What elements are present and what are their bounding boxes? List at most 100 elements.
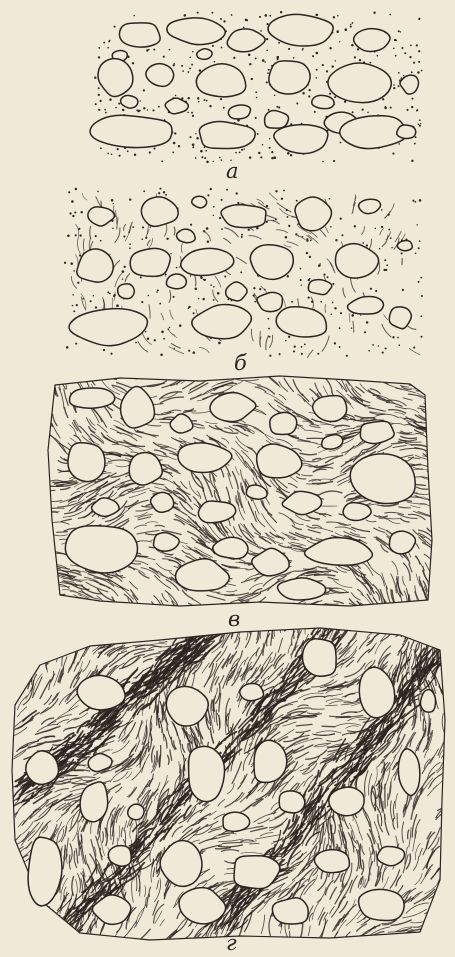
matrix-dot [70, 262, 73, 265]
matrix-dot [119, 155, 121, 157]
matrix-dot [259, 288, 261, 290]
matrix-dot [334, 342, 336, 344]
matrix-dot [122, 279, 123, 280]
matrix-dot [269, 147, 271, 149]
matrix-dot [393, 84, 394, 85]
matrix-dot [188, 350, 190, 352]
matrix-dot [158, 106, 160, 108]
matrix-dot [98, 109, 100, 111]
matrix-dot [276, 106, 278, 108]
matrix-dot [100, 147, 102, 149]
matrix-dot [399, 344, 401, 346]
matrix-dot [187, 97, 189, 99]
matrix-dot [154, 339, 156, 341]
matrix-dot [352, 111, 354, 113]
matrix-dot [350, 24, 352, 26]
grain [270, 412, 297, 434]
matrix-dot [393, 47, 395, 49]
matrix-dot [157, 289, 159, 291]
matrix-dot [170, 253, 172, 255]
matrix-dot [256, 97, 258, 99]
matrix-dot [302, 92, 304, 94]
matrix-dot [366, 244, 368, 246]
matrix-dot [173, 63, 175, 65]
matrix-dot [140, 276, 142, 278]
matrix-dot [341, 234, 343, 236]
matrix-dot [339, 327, 341, 329]
matrix-dot [253, 287, 255, 289]
matrix-dot [392, 153, 394, 155]
matrix-dot [192, 51, 194, 53]
matrix-dot [153, 49, 155, 51]
matrix-dot [271, 151, 273, 153]
matrix-dot [153, 147, 155, 149]
matrix-dot [254, 301, 256, 303]
matrix-dot [169, 327, 170, 328]
matrix-dot [147, 109, 148, 110]
matrix-dot [206, 227, 209, 230]
matrix-dot [129, 243, 131, 245]
matrix-dot [315, 77, 317, 79]
matrix-dot [296, 200, 298, 202]
matrix-dot [93, 295, 94, 296]
matrix-dot [176, 267, 178, 269]
matrix-dot [173, 142, 176, 145]
matrix-dot [398, 143, 400, 145]
matrix-dot [100, 240, 102, 242]
matrix-dot [95, 103, 97, 105]
matrix-dot [188, 306, 190, 308]
matrix-dot [302, 48, 304, 50]
matrix-dot [174, 348, 175, 349]
matrix-dot [322, 64, 324, 66]
matrix-dot [418, 50, 420, 52]
matrix-dot [390, 237, 392, 239]
matrix-dot [266, 221, 268, 223]
matrix-dot [75, 188, 77, 190]
grain [70, 388, 115, 408]
matrix-dot [148, 295, 149, 296]
matrix-dot [243, 27, 245, 29]
matrix-dot [297, 223, 299, 225]
matrix-dot [98, 87, 100, 89]
matrix-dot [280, 11, 282, 13]
matrix-dot [110, 353, 112, 355]
matrix-dot [327, 276, 329, 278]
matrix-dot [113, 203, 115, 205]
matrix-dot [152, 109, 154, 111]
matrix-dot [233, 57, 235, 59]
matrix-dot [200, 150, 203, 153]
grain [68, 443, 105, 482]
matrix-dot [111, 199, 114, 202]
matrix-dot [319, 263, 320, 264]
matrix-dot [193, 351, 196, 354]
matrix-dot [404, 52, 406, 54]
matrix-dot [165, 194, 167, 196]
matrix-dot [278, 106, 280, 108]
matrix-dot [350, 26, 352, 28]
matrix-dot [241, 236, 243, 238]
matrix-dot [199, 69, 201, 71]
matrix-dot [287, 275, 289, 277]
matrix-dot [312, 55, 314, 57]
matrix-dot [197, 12, 199, 14]
matrix-dot [401, 252, 403, 254]
matrix-dot [187, 112, 189, 114]
grain [343, 503, 371, 521]
matrix-dot [334, 96, 336, 98]
matrix-dot [393, 87, 395, 89]
matrix-dot [417, 71, 419, 73]
matrix-dot [163, 56, 165, 58]
matrix-dot [287, 216, 289, 218]
matrix-dot [141, 301, 143, 303]
matrix-dot [237, 202, 239, 204]
matrix-dot [219, 217, 221, 219]
matrix-dot [163, 191, 165, 193]
matrix-dot [193, 312, 195, 314]
matrix-dot [198, 101, 200, 103]
matrix-dot [159, 188, 161, 190]
matrix-dot [283, 190, 285, 192]
matrix-dot [381, 226, 383, 228]
matrix-dot [196, 137, 199, 140]
matrix-dot [306, 252, 308, 254]
matrix-dot [420, 315, 422, 317]
